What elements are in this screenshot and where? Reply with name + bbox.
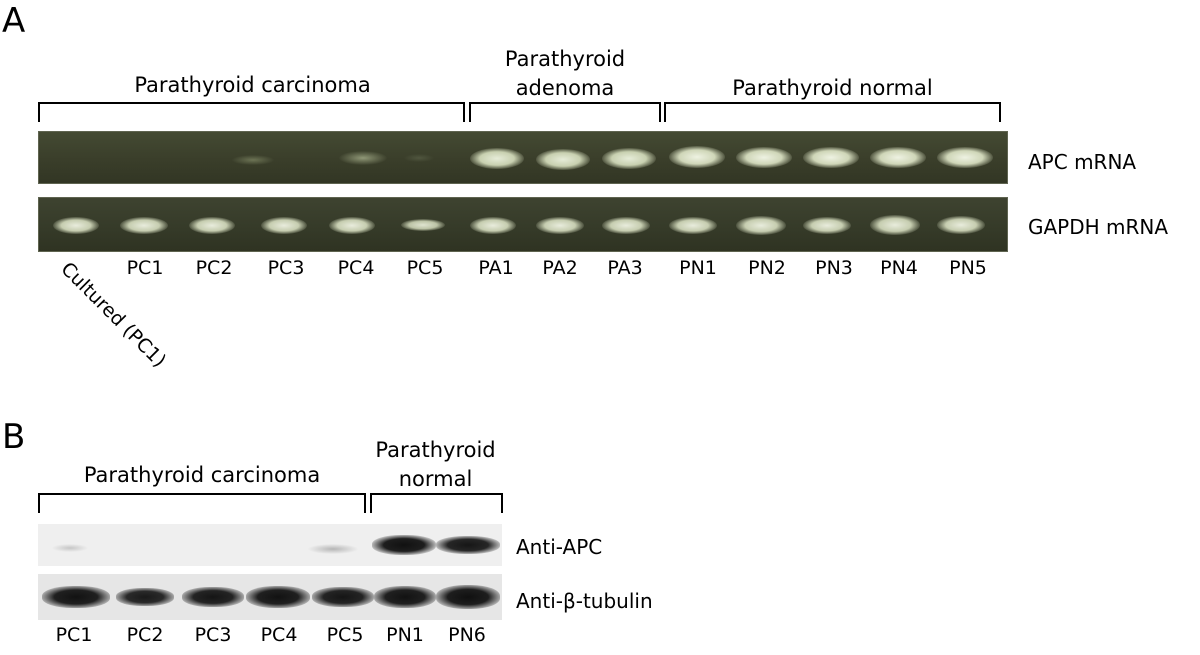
bracket-normal xyxy=(664,102,1001,122)
gel-band xyxy=(803,217,851,234)
gel-band xyxy=(937,147,993,168)
lane-label-b: PC2 xyxy=(126,624,164,646)
blot-anti-apc xyxy=(38,524,502,566)
lane-label-b: PC4 xyxy=(260,624,298,646)
gel-band xyxy=(536,217,584,234)
gel-band xyxy=(329,217,375,234)
lane-label: PC4 xyxy=(337,257,375,279)
lane-label-b: PN1 xyxy=(386,624,424,646)
gel-band xyxy=(53,217,99,234)
lane-label: PN1 xyxy=(679,257,717,279)
gel-band xyxy=(120,217,168,234)
blot-band xyxy=(116,588,174,606)
blot-band xyxy=(436,536,500,554)
row-label-anti-apc: Anti-APC xyxy=(516,535,603,559)
lane-label: PN4 xyxy=(880,257,918,279)
blot-band xyxy=(374,586,436,608)
bracket-normal-b xyxy=(370,493,503,513)
gel-band xyxy=(189,217,235,234)
gel-band xyxy=(803,147,859,168)
panel-b-letter: B xyxy=(2,417,26,457)
gel-band xyxy=(404,154,434,162)
gel-apc-mrna xyxy=(38,131,1008,184)
lane-label: PA1 xyxy=(478,257,514,279)
group-label-normal: Parathyroid normal xyxy=(732,76,933,100)
group-label-adenoma-line1: Parathyroid xyxy=(504,47,626,71)
gel-gapdh-mrna xyxy=(38,197,1008,252)
blot-band xyxy=(312,587,374,607)
blot-band xyxy=(246,586,310,608)
gel-band xyxy=(536,149,590,170)
bracket-carcinoma xyxy=(38,102,465,122)
lane-label: PC1 xyxy=(126,257,164,279)
gel-band xyxy=(602,217,650,234)
lane-label: PN5 xyxy=(949,257,987,279)
group-label-normal-b-line1: Parathyroid xyxy=(375,438,496,462)
blot-anti-tubulin xyxy=(38,574,502,620)
gel-band xyxy=(937,216,985,234)
gel-band xyxy=(339,151,387,165)
gel-band xyxy=(736,216,786,235)
bracket-adenoma xyxy=(469,102,661,122)
lane-label: PC5 xyxy=(406,257,444,279)
gel-band xyxy=(870,215,920,235)
group-label-carcinoma-b: Parathyroid carcinoma xyxy=(83,463,321,487)
group-label-adenoma-line2: adenoma xyxy=(515,76,615,100)
gel-band xyxy=(401,219,445,231)
gel-band xyxy=(470,217,516,234)
panel-a-letter: A xyxy=(2,1,26,41)
lane-label: PN2 xyxy=(748,257,786,279)
gel-band xyxy=(261,217,307,234)
lane-label: PN3 xyxy=(815,257,853,279)
row-label-anti-tubulin: Anti-β-tubulin xyxy=(516,589,653,613)
lane-label-b: PN6 xyxy=(448,624,486,646)
group-label-normal-b-line2: normal xyxy=(398,467,473,491)
bracket-carcinoma-b xyxy=(38,493,366,513)
blot-band xyxy=(182,587,244,607)
gel-band xyxy=(736,147,792,168)
blot-band xyxy=(436,585,500,609)
blot-band xyxy=(52,544,88,552)
lane-label: PC3 xyxy=(267,257,305,279)
row-label-gapdh-mrna: GAPDH mRNA xyxy=(1028,215,1169,239)
gel-band xyxy=(602,148,656,169)
lane-label: PC2 xyxy=(195,257,233,279)
lane-label-b: PC3 xyxy=(194,624,232,646)
lane-label: PA3 xyxy=(607,257,643,279)
gel-band xyxy=(870,147,926,168)
blot-band xyxy=(42,586,110,608)
row-label-apc-mrna: APC mRNA xyxy=(1028,150,1137,174)
lane-label-b: PC1 xyxy=(55,624,93,646)
gel-band xyxy=(470,148,524,169)
group-label-carcinoma: Parathyroid carcinoma xyxy=(134,73,371,97)
gel-band xyxy=(669,217,717,234)
gel-band xyxy=(232,155,274,165)
blot-band xyxy=(308,544,358,554)
lane-label-b: PC5 xyxy=(326,624,364,646)
gel-band xyxy=(669,146,725,168)
lane-label: PA2 xyxy=(542,257,578,279)
blot-band xyxy=(372,535,436,555)
